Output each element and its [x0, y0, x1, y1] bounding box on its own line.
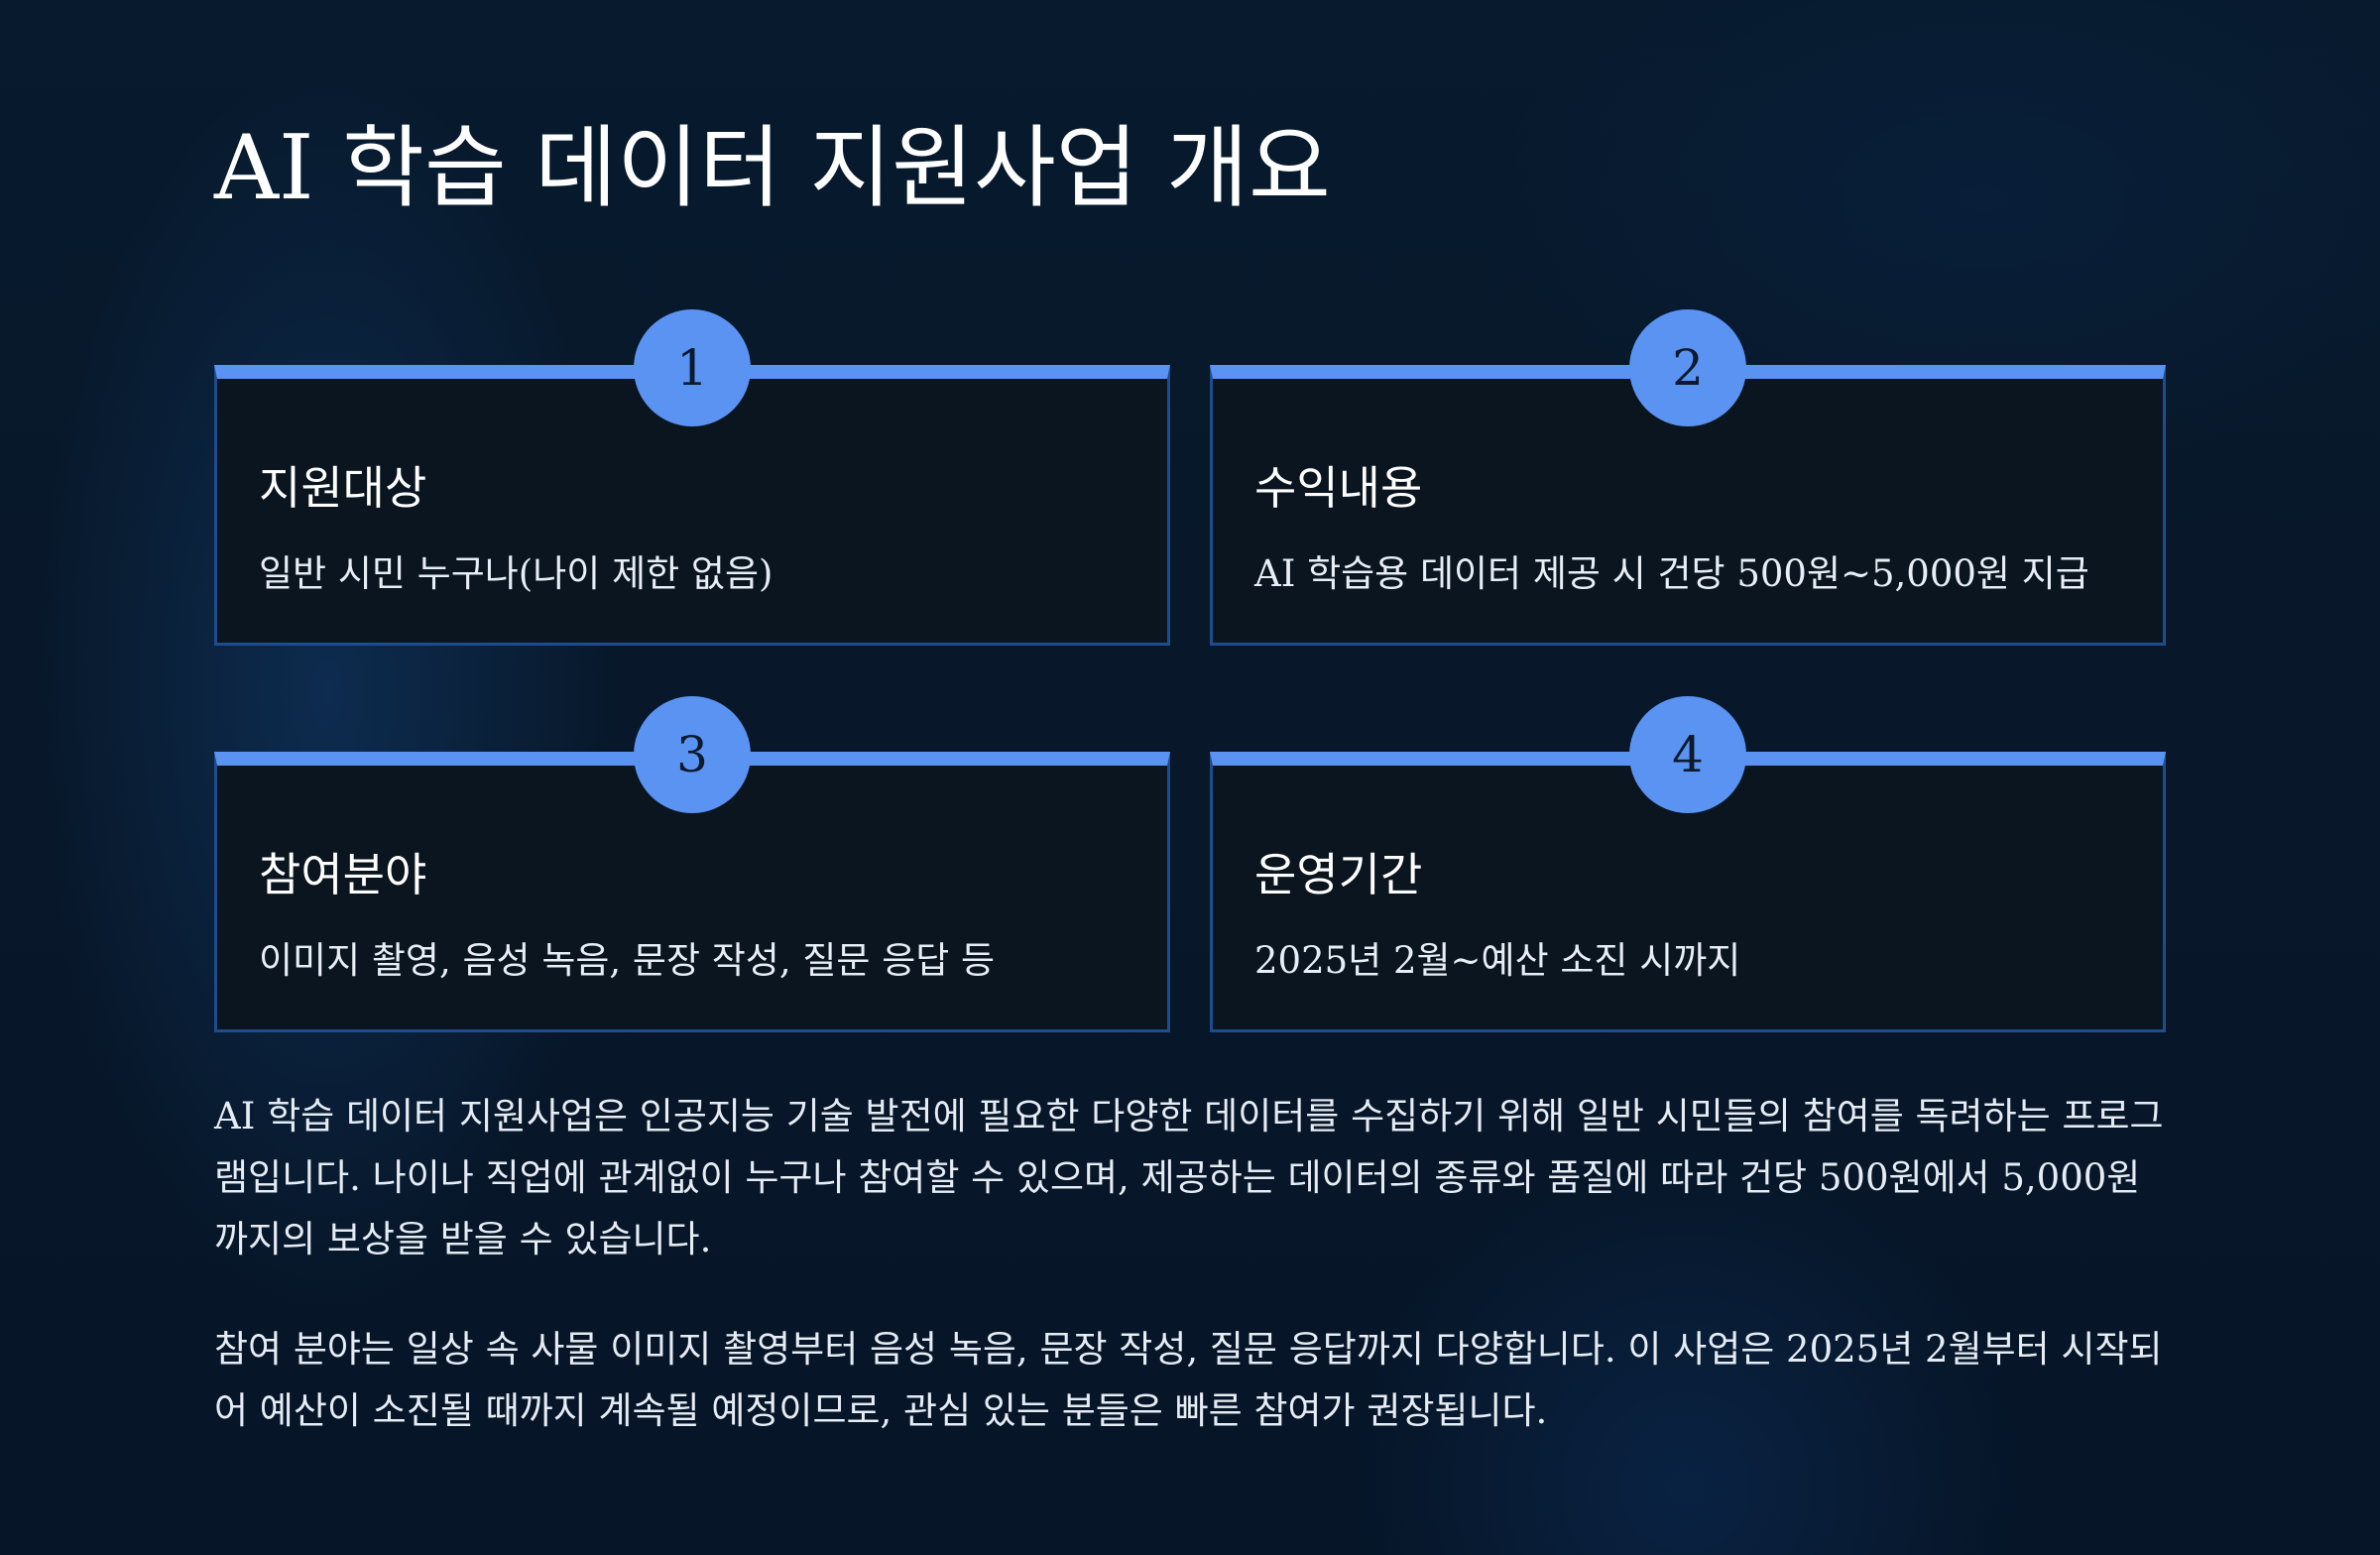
card-description: AI 학습용 데이터 제공 시 건당 500원~5,000원 지급 [1254, 552, 2089, 595]
body-paragraph: 참여 분야는 일상 속 사물 이미지 촬영부터 음성 녹음, 문장 작성, 질문… [214, 1328, 2163, 1432]
card-eligibility: 1 지원대상 일반 시민 누구나(나이 제한 없음) [214, 309, 1170, 646]
body-paragraph: AI 학습 데이터 지원사업은 인공지능 기술 발전에 필요한 다양한 데이터를… [214, 1095, 2164, 1260]
card-title: 참여분야 [259, 848, 427, 901]
slide: AI 학습 데이터 지원사업 개요 1 지원대상 일반 시민 누구나(나이 제한… [214, 0, 2166, 1555]
card-description: 이미지 촬영, 음성 녹음, 문장 작성, 질문 응답 등 [259, 939, 996, 982]
card-earnings: 2 수익내용 AI 학습용 데이터 제공 시 건당 500원~5,000원 지급 [1210, 309, 2166, 646]
card-period: 4 운영기간 2025년 2월~예산 소진 시까지 [1210, 696, 2166, 1032]
card-title: 지원대상 [259, 461, 427, 515]
step-number-badge: 4 [1629, 696, 1746, 813]
step-number-badge: 3 [634, 696, 751, 813]
step-number-badge: 2 [1629, 309, 1746, 426]
card-description: 일반 시민 누구나(나이 제한 없음) [259, 552, 774, 595]
card-title: 수익내용 [1254, 461, 1423, 515]
card-title: 운영기간 [1254, 848, 1423, 901]
card-description: 2025년 2월~예산 소진 시까지 [1254, 939, 1741, 982]
card-fields: 3 참여분야 이미지 촬영, 음성 녹음, 문장 작성, 질문 응답 등 [214, 696, 1170, 1032]
page-title: AI 학습 데이터 지원사업 개요 [214, 116, 1331, 220]
step-number-badge: 1 [634, 309, 751, 426]
